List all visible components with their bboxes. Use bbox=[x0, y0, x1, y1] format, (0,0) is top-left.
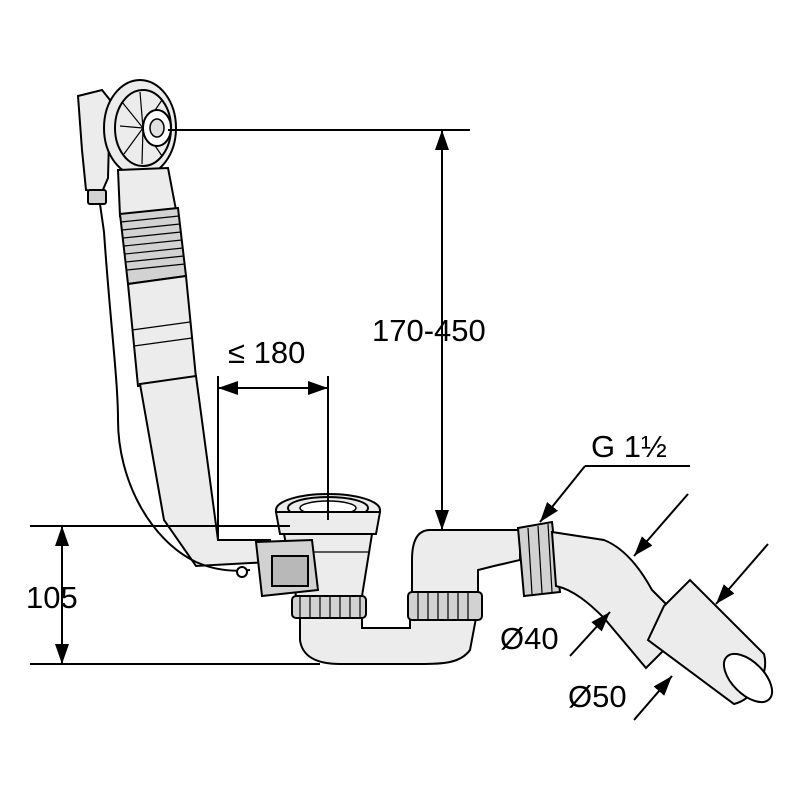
dimension-label-trap-height: 105 bbox=[26, 580, 78, 615]
dimension-label-overflow-height: 170-450 bbox=[372, 313, 486, 348]
overflow-assembly bbox=[76, 79, 271, 578]
overflow-rosette bbox=[103, 79, 177, 177]
waste-valve bbox=[254, 493, 382, 619]
dimension-label-overflow-distance: ≤ 180 bbox=[228, 335, 305, 370]
trap bbox=[299, 520, 774, 706]
dimension-label-thread: G 1½ bbox=[591, 429, 667, 464]
dimension-label-pipe-large: Ø50 bbox=[568, 679, 627, 714]
dimension-lines bbox=[30, 129, 769, 721]
dimension-label-pipe-small: Ø40 bbox=[500, 621, 559, 656]
corrugated-hose bbox=[118, 206, 188, 286]
